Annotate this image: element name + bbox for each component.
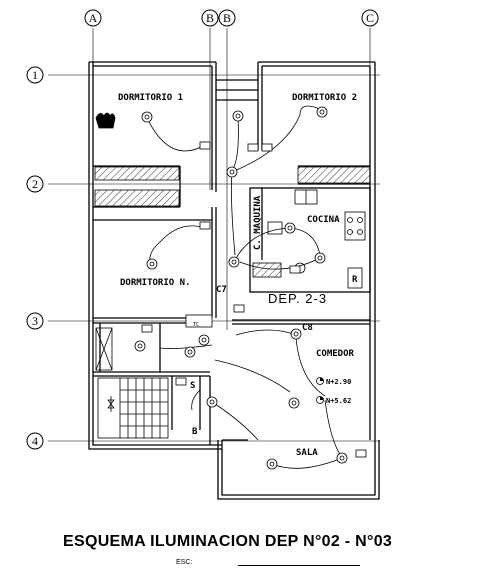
axis-bubble-1: 1: [26, 66, 44, 84]
scale-label: ESC:: [176, 559, 193, 566]
switch-boxes: [141, 141, 367, 458]
room-label-sala: SALA: [296, 448, 318, 458]
svg-text:B: B: [206, 11, 214, 25]
axis-bubble-a: A: [84, 9, 102, 27]
light-fixture-sala-2: [266, 458, 278, 470]
light-fixture-comedor: [290, 328, 302, 340]
svg-text:B: B: [223, 11, 231, 25]
light-fixture-dormn: [146, 258, 158, 270]
svg-text:C: C: [366, 11, 374, 25]
svg-text:N+2.90: N+2.90: [326, 378, 351, 386]
light-fixture-maquina: [284, 222, 296, 234]
svg-text:4: 4: [32, 434, 38, 448]
page-title: ESQUEMA ILUMINACION DEP N°02 - N°03: [63, 533, 393, 550]
axis-bubble-c: C: [361, 9, 379, 27]
light-fixture-bath: [134, 340, 146, 352]
axis-bubble-2: 2: [26, 175, 44, 193]
room-label-dormitorio-1: DORMITORIO 1: [118, 93, 183, 103]
svg-text:3: 3: [32, 314, 38, 328]
light-fixture-dorm2: [316, 106, 328, 118]
unit-label: DEP. 2-3: [268, 291, 327, 306]
axis-bubble-3: 3: [26, 312, 44, 330]
room-label-dormitorio-n: DORMITORIO N.: [120, 278, 190, 288]
level-marker-1: N+2.90: [316, 377, 351, 386]
room-label-dormitorio-2: DORMITORIO 2: [292, 93, 357, 103]
light-fixture-cocina: [314, 252, 326, 264]
scale-line: [238, 565, 360, 566]
mark-tc: TC: [193, 322, 199, 328]
level-marker-2: N+5.62: [316, 396, 351, 405]
mark-r: R: [352, 275, 358, 285]
svg-text:1: 1: [32, 68, 38, 82]
mark-b: B: [192, 427, 198, 437]
light-fixture-corridor: [228, 256, 240, 268]
mark-s: S: [190, 381, 195, 391]
hatched-lintels: [94, 166, 371, 278]
svg-text:2: 2: [32, 177, 38, 191]
wiring: [146, 105, 343, 469]
room-label-maquina: C. MAQUINA: [253, 195, 263, 250]
light-fixture-stair-low: [184, 346, 196, 358]
walls: [88, 61, 380, 500]
kitchen-fixtures: [95, 112, 366, 289]
axis-bubble-4: 4: [26, 432, 44, 450]
svg-text:N+5.62: N+5.62: [326, 397, 351, 405]
light-fixture-stair-top: [232, 110, 244, 122]
light-fixture-stair-mid: [198, 334, 210, 346]
circuit-label-c8: C8: [302, 323, 313, 333]
light-fixture-sala-3: [336, 452, 348, 464]
stairs: [95, 327, 169, 439]
light-fixture-sala-1: [288, 397, 300, 409]
light-fixture-hall-top: [226, 166, 238, 178]
luminaires: [134, 106, 348, 470]
circuit-label-c7: C7: [216, 285, 227, 295]
svg-text:A: A: [89, 11, 98, 25]
room-label-cocina: COCINA: [307, 215, 340, 225]
axis-bubble-b2: B: [218, 9, 236, 27]
light-fixture-lobby: [206, 396, 218, 408]
axis-bubble-b1: B: [201, 9, 219, 27]
room-label-comedor: COMEDOR: [316, 349, 355, 359]
light-fixture-dorm1: [141, 111, 153, 123]
